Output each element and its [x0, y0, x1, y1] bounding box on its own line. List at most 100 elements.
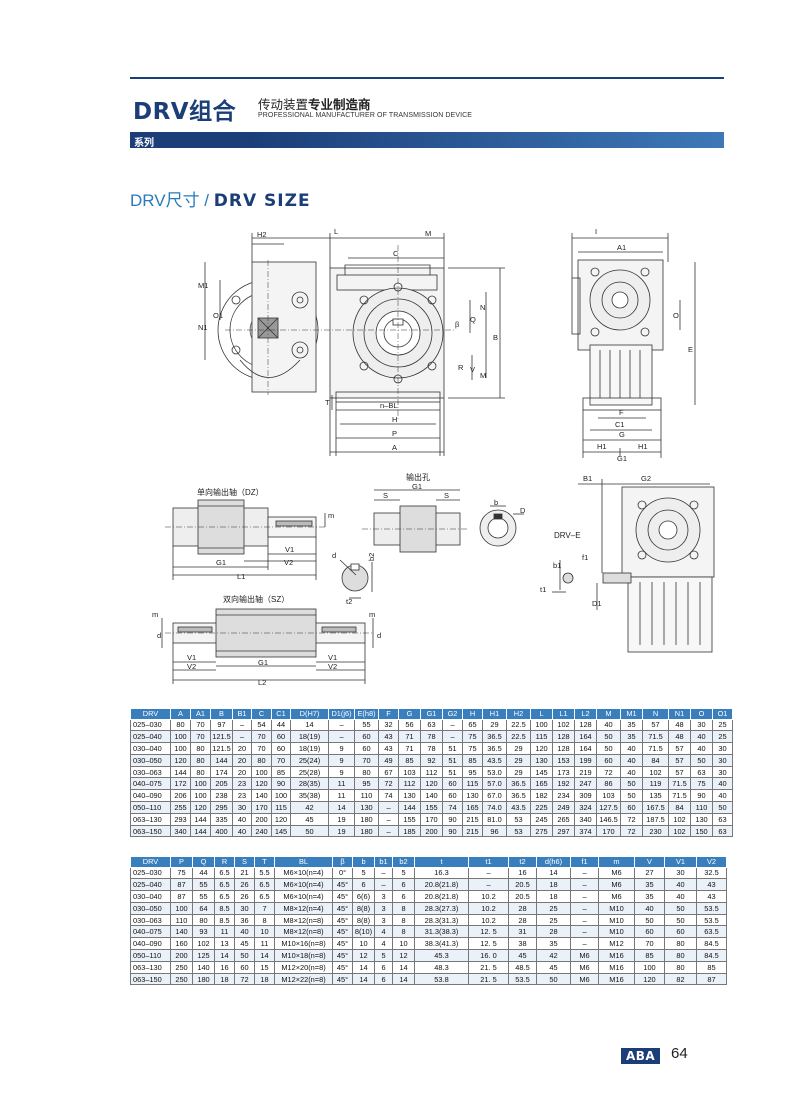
dim-label: m [328, 511, 334, 520]
table-cell: 120 [170, 753, 191, 767]
table-cell: 119 [642, 777, 669, 791]
table-cell: – [328, 730, 355, 744]
table-cell: 90 [690, 789, 713, 803]
table-cell: 030–040 [130, 742, 171, 755]
dim-label: V2 [187, 662, 196, 671]
column-header: H1 [482, 708, 507, 720]
table-cell: 90 [442, 812, 463, 826]
table-cell: 50 [290, 824, 329, 838]
dim-label: B [493, 333, 498, 342]
dim-label: G1 [412, 482, 422, 491]
dim-label: O1 [213, 311, 223, 320]
table-cell: 245 [530, 812, 553, 826]
table-cell: 29 [506, 742, 531, 755]
table-cell: 43 [378, 730, 399, 744]
table-cell: 92 [420, 753, 443, 767]
table-cell: 5 [374, 949, 393, 962]
table-cell: 6.5 [254, 890, 275, 903]
table-cell: 40 [690, 730, 713, 744]
table-cell: 72 [620, 824, 643, 838]
table-cell: 165 [462, 801, 483, 814]
table-cell: M10×18(n=8) [274, 949, 333, 962]
table-cell: 95 [354, 777, 379, 791]
table-cell: 115 [271, 801, 291, 814]
column-header: M1 [620, 708, 643, 720]
table-cell: 57 [668, 742, 691, 755]
table-cell: – [374, 878, 393, 892]
table-cell: 45 [508, 949, 537, 962]
table-cell: 234 [552, 789, 575, 803]
table-cell: 60 [442, 777, 463, 791]
table-cell: 60 [596, 753, 621, 767]
table-cell: 57 [668, 765, 691, 779]
table-cell: 15 [254, 960, 275, 974]
table-cell: – [378, 801, 399, 814]
table-cell: M6 [570, 949, 599, 962]
table-cell: 95 [462, 765, 483, 779]
table-cell: 040–090 [130, 789, 171, 803]
table-cell: 45 [536, 960, 571, 974]
dim-label: V1 [187, 653, 196, 662]
table-cell: 70 [190, 718, 211, 732]
page-number: 64 [671, 1045, 688, 1062]
dim-label: G1 [216, 558, 226, 567]
table-cell: 74 [378, 789, 399, 803]
table-cell: 025–030 [130, 866, 171, 880]
table-cell: 51 [442, 742, 463, 755]
table-cell: 87 [170, 890, 193, 903]
table-cell: 18 [214, 972, 235, 986]
table-cell: 44 [271, 718, 291, 732]
table-cell: 26 [234, 890, 255, 903]
table-cell: 23 [232, 777, 252, 791]
table-cell: 5 [352, 866, 375, 880]
table-cell: 44 [192, 866, 215, 880]
table-cell: 20.8(21.8) [414, 890, 469, 903]
table-cell: 146.5 [596, 812, 621, 826]
table-cell: 180 [354, 824, 379, 838]
table-cell: 30 [712, 742, 733, 755]
column-header: A1 [190, 708, 211, 720]
dim-label: Q [470, 315, 476, 324]
column-header: G [398, 708, 421, 720]
table-cell: 16 [214, 960, 235, 974]
table-cell: 31 [508, 925, 537, 939]
table-cell: 53 [506, 824, 531, 838]
table-cell: 170 [420, 812, 443, 826]
table-cell: 11 [254, 937, 275, 951]
table-cell: – [570, 878, 599, 892]
table-cell: 30 [232, 801, 252, 814]
table-cell: 295 [210, 801, 233, 814]
table-cell: 48 [668, 730, 691, 744]
table-cell: 25 [536, 901, 571, 915]
table-cell: 130 [354, 801, 379, 814]
column-header: f1 [570, 856, 599, 868]
table-cell: 170 [596, 824, 621, 838]
table-cell: 50 [596, 742, 621, 755]
dim-label: G2 [641, 474, 651, 483]
table-cell: 90 [271, 777, 291, 791]
table-cell: 45° [332, 960, 353, 974]
table-cell: 127.5 [596, 801, 621, 814]
dim-label: I [595, 227, 597, 236]
table-cell: M16 [598, 949, 635, 962]
dim-label: V2 [328, 662, 337, 671]
table-cell: 121.5 [210, 730, 233, 744]
table-cell: 32.5 [696, 866, 727, 880]
table-cell: 9 [328, 765, 355, 779]
table-cell: 164 [574, 742, 597, 755]
table-cell: 19 [328, 812, 355, 826]
table-cell: 100 [634, 960, 665, 974]
table-cell: 54 [251, 718, 272, 732]
table-cell: 71 [398, 742, 421, 755]
table-cell: 20.5 [508, 890, 537, 903]
table-cell: 130 [690, 812, 713, 826]
table-cell: 21. 5 [468, 960, 509, 974]
table-cell: 14 [290, 718, 329, 732]
table-cell: 84 [668, 801, 691, 814]
table-cell: – [468, 878, 509, 892]
table-cell: 167.5 [642, 801, 669, 814]
dim-label: T [325, 398, 330, 407]
